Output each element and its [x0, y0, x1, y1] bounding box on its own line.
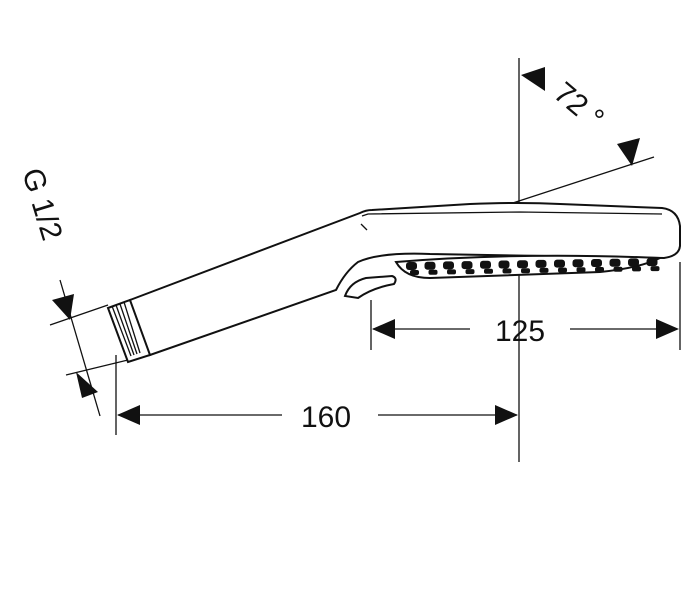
spray-nozzle: [558, 267, 567, 273]
total-length-label: 160: [301, 401, 351, 434]
spray-nozzle: [595, 267, 604, 272]
spray-nozzle: [498, 260, 510, 269]
spray-nozzle: [609, 258, 621, 267]
spray-nozzles: [406, 258, 660, 275]
spray-nozzle: [632, 266, 641, 272]
spray-nozzle: [539, 267, 549, 273]
spray-nozzle: [410, 270, 419, 275]
spray-nozzle: [461, 261, 473, 270]
angle-arrow-top: [521, 67, 545, 91]
spray-nozzle: [554, 259, 565, 268]
spray-nozzle: [443, 261, 454, 270]
thread-arrow-bottom: [76, 372, 98, 398]
handle-body: [128, 202, 681, 357]
length-arrow-left: [117, 405, 140, 425]
spray-nozzle: [613, 266, 623, 272]
spray-nozzle: [628, 258, 639, 267]
spray-nozzle: [428, 269, 438, 275]
thread-connector: [106, 298, 152, 364]
spray-nozzle: [591, 259, 602, 267]
spray-nozzle: [572, 259, 584, 268]
handle-top-edge: [361, 211, 663, 217]
spray-nozzle: [646, 258, 658, 267]
thread-arrow-top: [52, 294, 74, 320]
length-arrow-right: [495, 405, 518, 425]
spray-nozzle: [406, 262, 417, 270]
spray-nozzle: [576, 267, 586, 273]
head-length-label: 125: [495, 315, 545, 348]
spray-nozzle: [484, 268, 493, 274]
spray-nozzle: [447, 269, 456, 275]
spray-face: [394, 254, 664, 280]
thumb-control: [343, 274, 397, 300]
spray-nozzle: [517, 260, 528, 269]
spray-nozzle: [424, 261, 436, 270]
spray-nozzle: [465, 269, 475, 275]
angle-label: 72 °: [548, 76, 610, 136]
head-arrow-left: [372, 319, 395, 339]
thread-extension-top: [49, 304, 109, 326]
thread-size-label: G 1/2: [15, 164, 68, 244]
spray-nozzle: [650, 266, 660, 272]
thread-extension-bottom: [65, 359, 129, 376]
angle-arrow-bottom: [617, 138, 640, 166]
button-mark: [360, 223, 368, 231]
spray-nozzle: [502, 268, 512, 274]
spray-nozzle: [521, 268, 530, 274]
spray-nozzle: [535, 259, 547, 268]
spray-nozzle: [480, 260, 491, 269]
head-arrow-right: [656, 319, 679, 339]
